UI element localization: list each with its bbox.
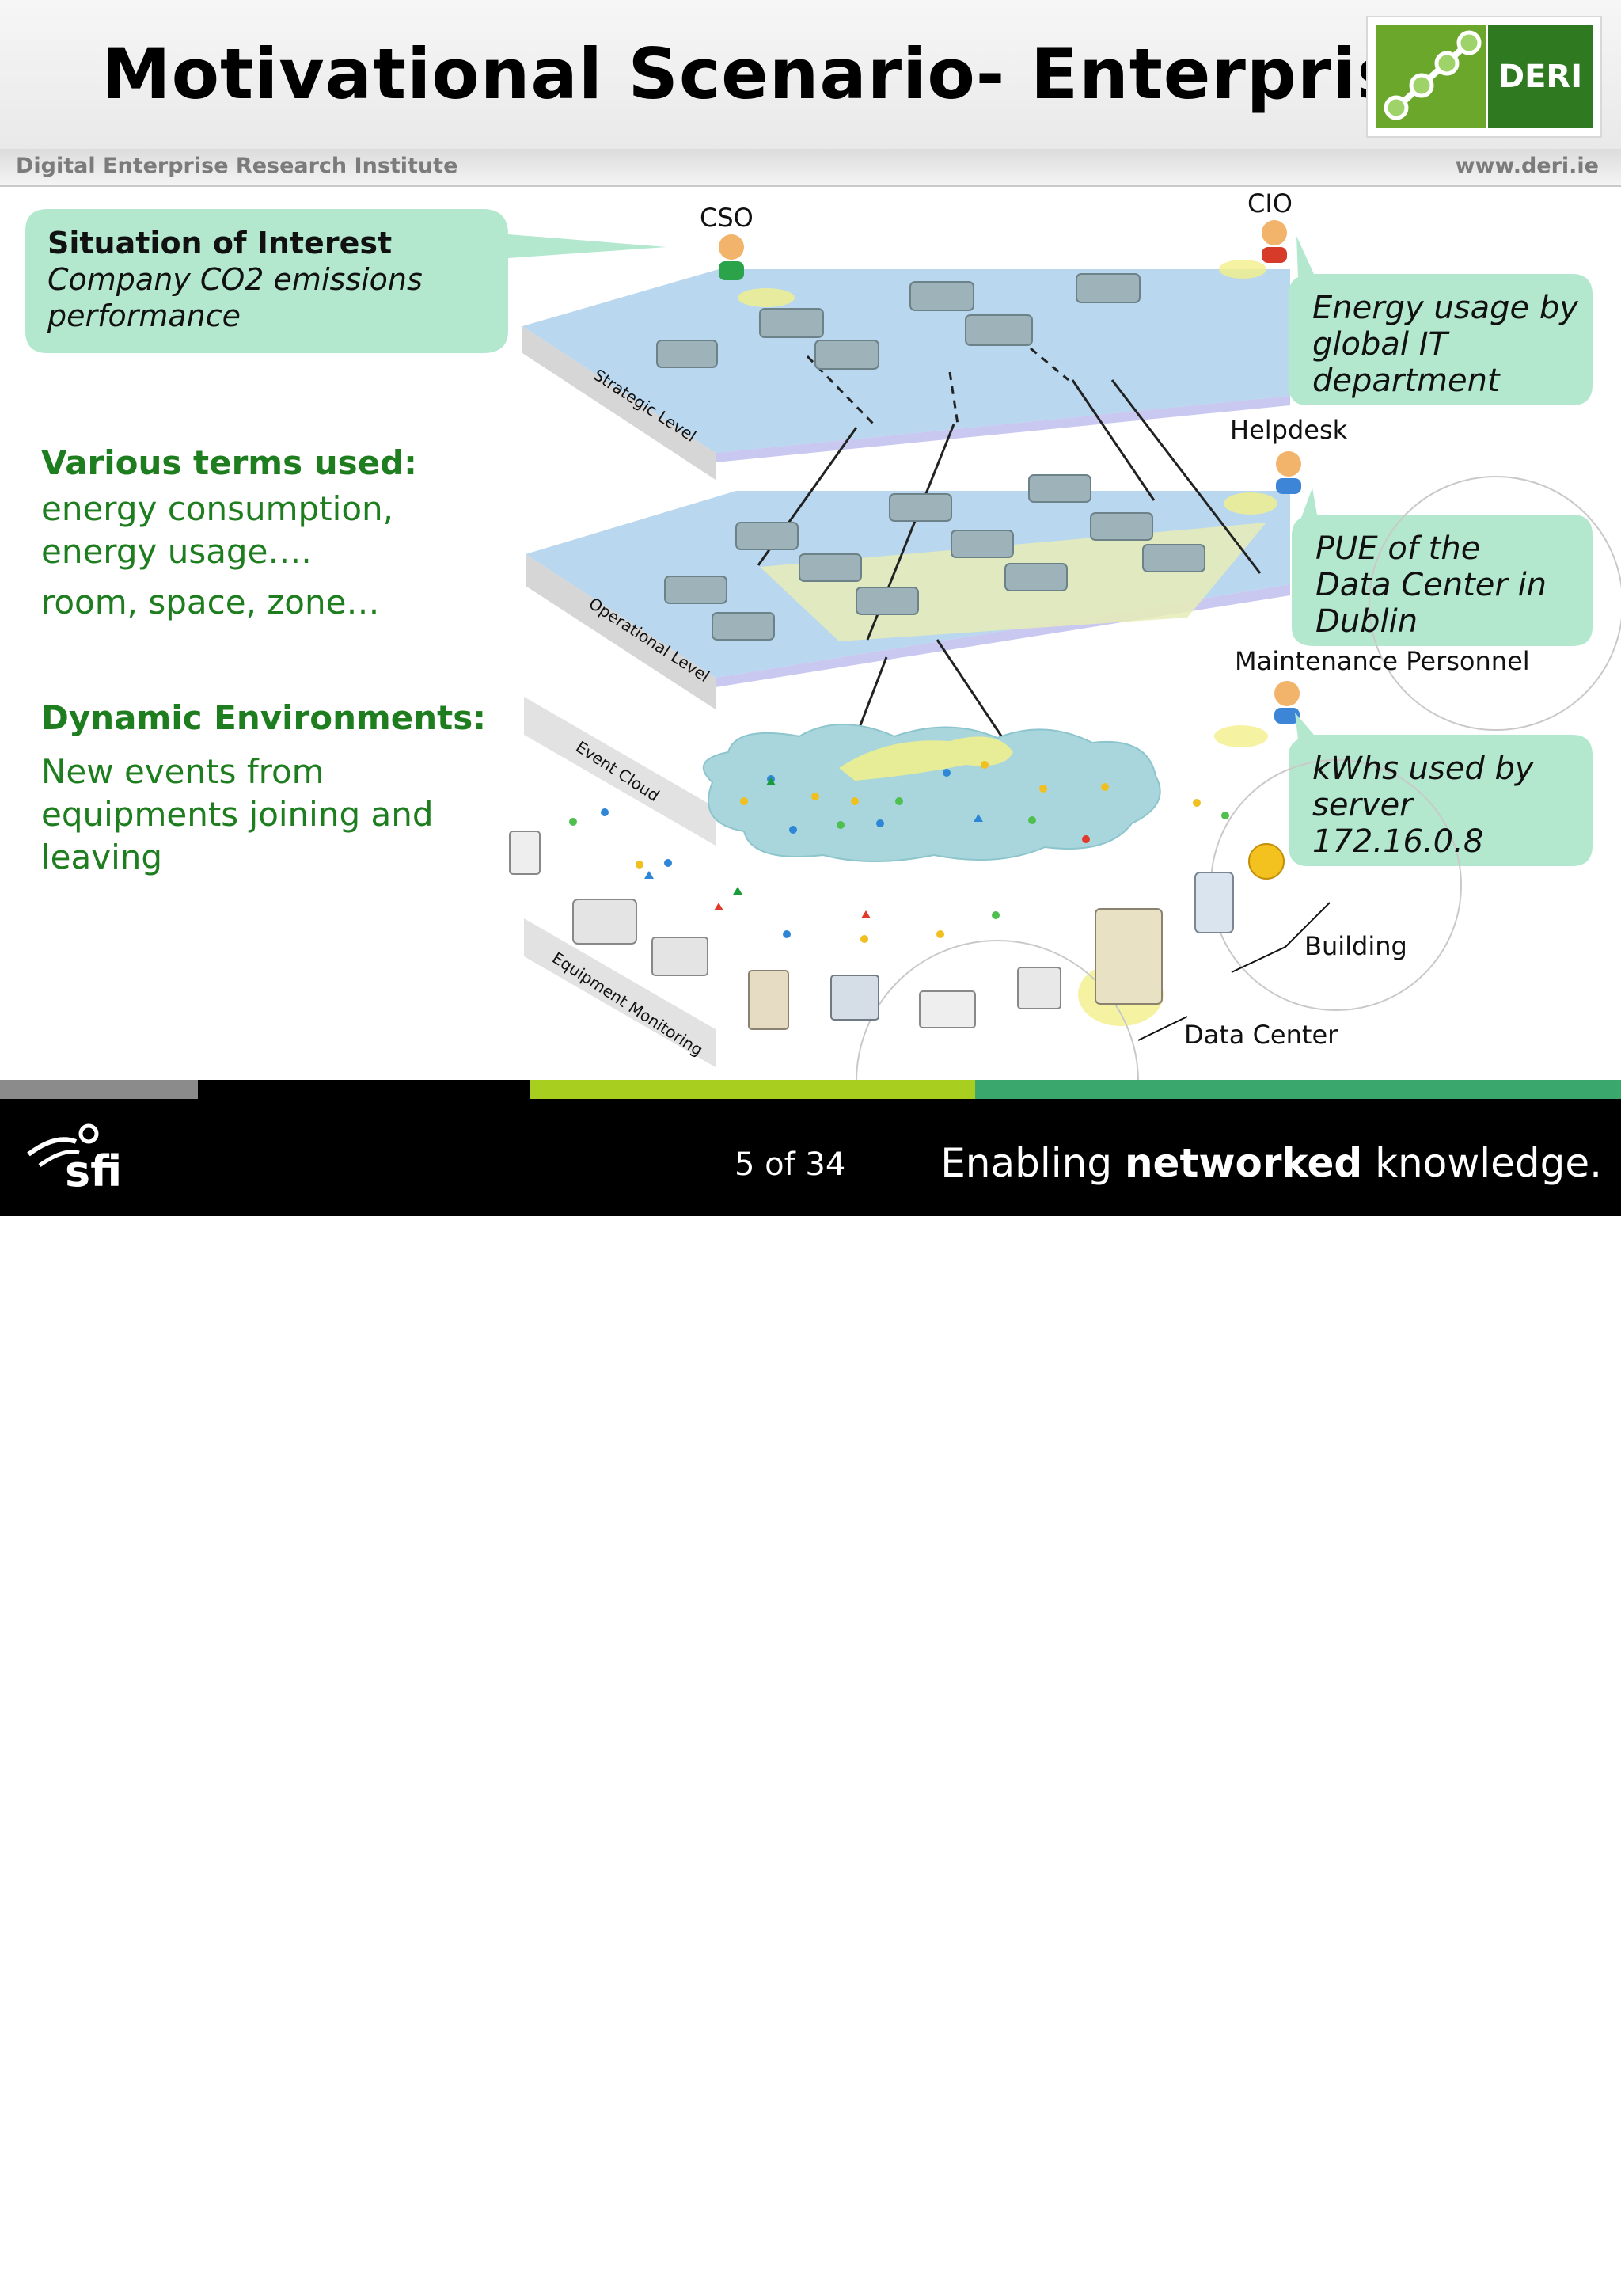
page-number: 5 of 34 (735, 1146, 846, 1183)
callout-helpdesk-line-3: Dublin (1315, 603, 1418, 640)
tagline-bold: networked (1124, 1140, 1363, 1186)
stripe-gray (0, 1080, 198, 1099)
slide-header: Motivational Scenario- Enterprise DERI (0, 0, 1621, 149)
terms-line-2: energy usage…. (41, 532, 312, 571)
deri-logo: DERI (1366, 16, 1602, 138)
tower-icon (180, 2233, 221, 2290)
role-maintenance: Maintenance Personnel (1235, 646, 1530, 676)
equipment-icons (509, 831, 1285, 1030)
tagline-post: knowledge. (1362, 1140, 1602, 1186)
institute-name: Digital Enterprise Research Institute (16, 154, 458, 178)
group-building: Building (1304, 931, 1407, 961)
side-bars (524, 697, 716, 1067)
slide-footer: sfi NUI Galway OÉ Gaillimh 5 of 34 Enabl… (0, 1099, 1621, 2296)
event-dots (569, 761, 1229, 943)
callout-maintenance-line-3: 172.16.0.8 (1312, 823, 1484, 860)
event-cloud (702, 724, 1161, 862)
stripe-black (198, 1080, 530, 1099)
tagline-pre: Enabling (940, 1140, 1125, 1186)
strategic-level-plane (522, 269, 1290, 480)
situation-bubble-text: Situation of Interest Company CO2 emissi… (47, 225, 423, 334)
nui-line-2: OÉ Gaillimh (245, 2264, 351, 2283)
role-cso: CSO (700, 203, 754, 233)
role-helpdesk: Helpdesk (1230, 415, 1348, 445)
situation-line-2: performance (47, 298, 241, 333)
callout-maintenance-line-1: kWhs used by (1312, 751, 1534, 787)
dynamic-line-2: equipments joining and (41, 795, 434, 834)
terms-line-1: energy consumption, (41, 489, 393, 528)
deri-logo-graphic (1376, 25, 1486, 128)
situation-line-1: Company CO2 emissions (47, 262, 423, 297)
callout-helpdesk-line-1: PUE of the (1315, 530, 1481, 567)
deri-logo-text: DERI (1488, 25, 1593, 128)
group-data-center: Data Center (1184, 1020, 1338, 1050)
person-icons (719, 220, 1301, 724)
callout-cio-line-3: department (1312, 363, 1500, 399)
callout-maintenance: kWhs used by server 172.16.0.8 (1312, 751, 1534, 860)
dynamic-line-1: New events from (41, 752, 325, 791)
institute-website[interactable]: www.deri.ie (1455, 154, 1599, 178)
situation-bubble (25, 209, 666, 353)
callout-bubbles (1289, 236, 1593, 866)
stripe-lime (530, 1080, 975, 1099)
scenario-diagram (25, 209, 1621, 1080)
slide-title: Motivational Scenario- Enterprise (101, 33, 1448, 115)
stripe-teal (975, 1080, 1621, 1099)
terms-line-3: room, space, zone… (41, 583, 380, 622)
group-brackets (1137, 902, 1331, 1041)
dynamic-line-3: leaving (41, 838, 163, 876)
tagline: Enabling networked knowledge. (940, 1140, 1602, 1186)
nui-line-1: NUI Galway (245, 2238, 370, 2261)
institute-bar: Digital Enterprise Research Institute ww… (0, 149, 1621, 187)
role-cio: CIO (1247, 188, 1293, 219)
sfi-logo-text: sfi (65, 1146, 123, 1196)
process-boxes (656, 273, 1205, 641)
callout-helpdesk: PUE of the Data Center in Dublin (1315, 530, 1547, 640)
callout-cio-line-2: global IT (1312, 326, 1448, 363)
callout-cio-line-1: Energy usage by (1312, 290, 1578, 326)
callout-maintenance-line-2: server (1312, 787, 1413, 823)
sfi-logo: sfi (24, 1118, 127, 1197)
nui-galway-logo: NUI Galway OÉ Gaillimh (169, 2228, 377, 2296)
terms-heading: Various terms used: (41, 443, 417, 482)
dynamic-heading: Dynamic Environments: (41, 698, 487, 737)
callout-helpdesk-line-2: Data Center in (1315, 567, 1547, 603)
callout-cio: Energy usage by global IT department (1312, 290, 1578, 399)
situation-title: Situation of Interest (47, 226, 393, 260)
